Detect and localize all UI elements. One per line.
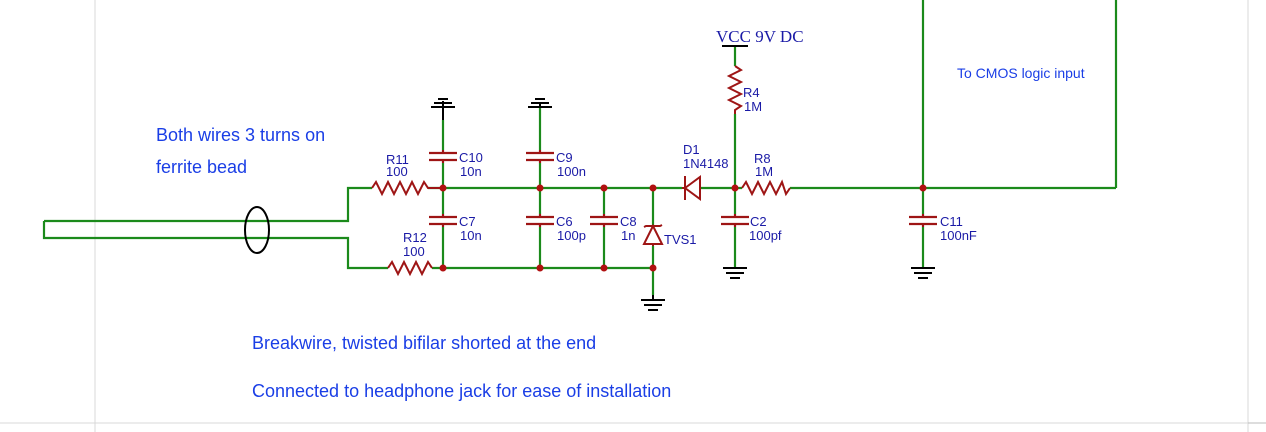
label-C7-value: 10n <box>460 228 482 243</box>
resistor-R12-icon <box>387 259 433 277</box>
note-ferrite-line2: ferrite bead <box>156 157 247 177</box>
label-R4-ref: R4 <box>743 85 760 100</box>
ferrite-bead-icon <box>244 206 270 254</box>
label-C9-value: 100n <box>557 164 586 179</box>
resistor-R11-icon <box>371 179 443 197</box>
component-labels: R11 100 R12 100 C10 10n C7 10n C9 100n C… <box>386 85 977 259</box>
note-breakwire: Breakwire, twisted bifilar shorted at th… <box>252 333 596 353</box>
capacitor-C9-icon <box>526 150 554 163</box>
capacitor-C2-icon <box>721 214 749 227</box>
label-C2-value: 100pf <box>749 228 782 243</box>
capacitor-C6-icon <box>526 214 554 227</box>
label-C11-value: 100nF <box>940 228 977 243</box>
label-C8-value: 1n <box>621 228 635 243</box>
ground-C11-icon <box>911 267 935 279</box>
label-R11-ref: R11 <box>386 152 409 167</box>
label-C11-ref: C11 <box>940 214 963 229</box>
label-C8-ref: C8 <box>620 214 637 229</box>
label-R11-value: 100 <box>386 164 408 179</box>
ground-top-C9-icon <box>528 98 552 108</box>
label-C10-ref: C10 <box>459 150 483 165</box>
wire-breakwire-top <box>44 186 372 223</box>
capacitor-C11-icon <box>909 214 937 227</box>
label-C10-value: 10n <box>460 164 482 179</box>
ground-C2-icon <box>723 267 747 279</box>
wires <box>42 0 1118 295</box>
label-C6-ref: C6 <box>556 214 573 229</box>
capacitor-C7-icon <box>429 214 457 227</box>
resistor-symbols <box>371 65 791 277</box>
junctions <box>439 184 927 272</box>
label-D1-ref: D1 <box>683 142 700 157</box>
diode-symbols <box>642 175 701 246</box>
label-R8-value: 1M <box>755 164 773 179</box>
wire-breakwire-bottom <box>42 221 388 270</box>
label-TVS1-ref: TVS1 <box>664 232 697 247</box>
ground-tvs-icon <box>641 295 665 311</box>
capacitor-symbols <box>429 150 937 227</box>
capacitor-C10-icon <box>429 150 457 163</box>
label-R12-ref: R12 <box>403 230 427 245</box>
resistor-R8-icon <box>741 179 791 197</box>
label-R4-value: 1M <box>744 99 762 114</box>
note-cmos-input: To CMOS logic input <box>957 65 1085 81</box>
label-C2-ref: C2 <box>750 214 767 229</box>
ground-symbols <box>431 98 935 311</box>
label-C7-ref: C7 <box>459 214 476 229</box>
note-ferrite-line1: Both wires 3 turns on <box>156 125 325 145</box>
label-R8-ref: R8 <box>754 151 771 166</box>
label-C6-value: 100p <box>557 228 586 243</box>
ground-top-C10-icon <box>431 98 455 120</box>
label-R12-value: 100 <box>403 244 425 259</box>
notes: Both wires 3 turns on ferrite bead To CM… <box>156 65 1085 401</box>
label-C9-ref: C9 <box>556 150 573 165</box>
tvs-diode-TVS1-icon <box>642 223 664 246</box>
label-D1-value: 1N4148 <box>683 156 729 171</box>
capacitor-C8-icon <box>590 214 618 227</box>
diode-D1-icon <box>682 175 701 201</box>
note-headphone-jack: Connected to headphone jack for ease of … <box>252 381 671 401</box>
resistor-R4-icon <box>726 65 744 114</box>
vcc-label: VCC 9V DC <box>716 27 804 46</box>
